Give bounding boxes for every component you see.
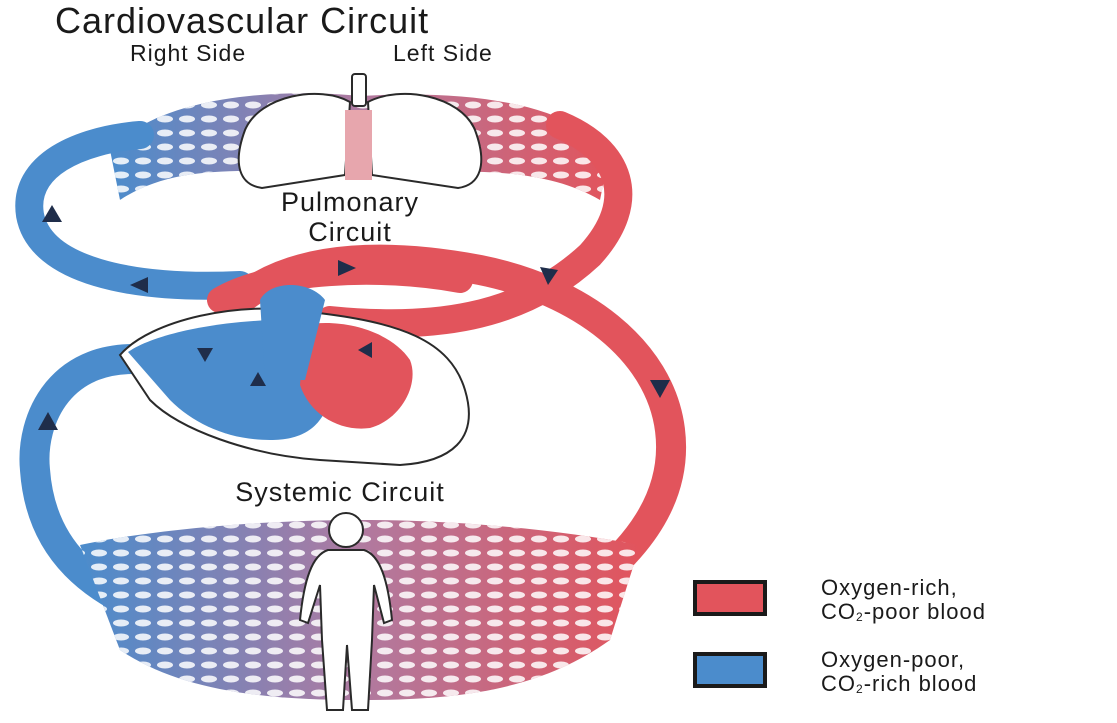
oxygen-rich-line1: Oxygen-rich, bbox=[821, 576, 986, 600]
oxygen-rich-label: Oxygen-rich, CO2-poor blood bbox=[821, 576, 986, 629]
oxygen-rich-suffix: -poor blood bbox=[864, 599, 986, 624]
lungs-illustration bbox=[239, 74, 482, 188]
aorta-crossing bbox=[220, 272, 460, 300]
oxygen-poor-label: Oxygen-poor, CO2-rich blood bbox=[821, 648, 977, 701]
oxygen-rich-swatch bbox=[693, 580, 767, 616]
arrow-pulmonary-up-icon bbox=[42, 205, 62, 222]
oxygen-poor-suffix: -rich blood bbox=[864, 671, 978, 696]
pulmonary-label-line1: Pulmonary bbox=[200, 187, 500, 217]
oxygen-poor-sub: 2 bbox=[856, 682, 864, 696]
oxygen-poor-co: CO bbox=[821, 671, 856, 696]
oxygen-poor-line1: Oxygen-poor, bbox=[821, 648, 977, 672]
oxygen-poor-line2: CO2-rich blood bbox=[821, 672, 977, 701]
oxygen-poor-swatch bbox=[693, 652, 767, 688]
oxygen-rich-sub: 2 bbox=[856, 610, 864, 624]
oxygen-rich-line2: CO2-poor blood bbox=[821, 600, 986, 629]
oxygen-rich-co: CO bbox=[821, 599, 856, 624]
pulmonary-circuit-label: Pulmonary Circuit bbox=[200, 187, 500, 247]
systemic-circuit-label: Systemic Circuit bbox=[140, 477, 540, 507]
pulmonary-label-line2: Circuit bbox=[200, 217, 500, 247]
